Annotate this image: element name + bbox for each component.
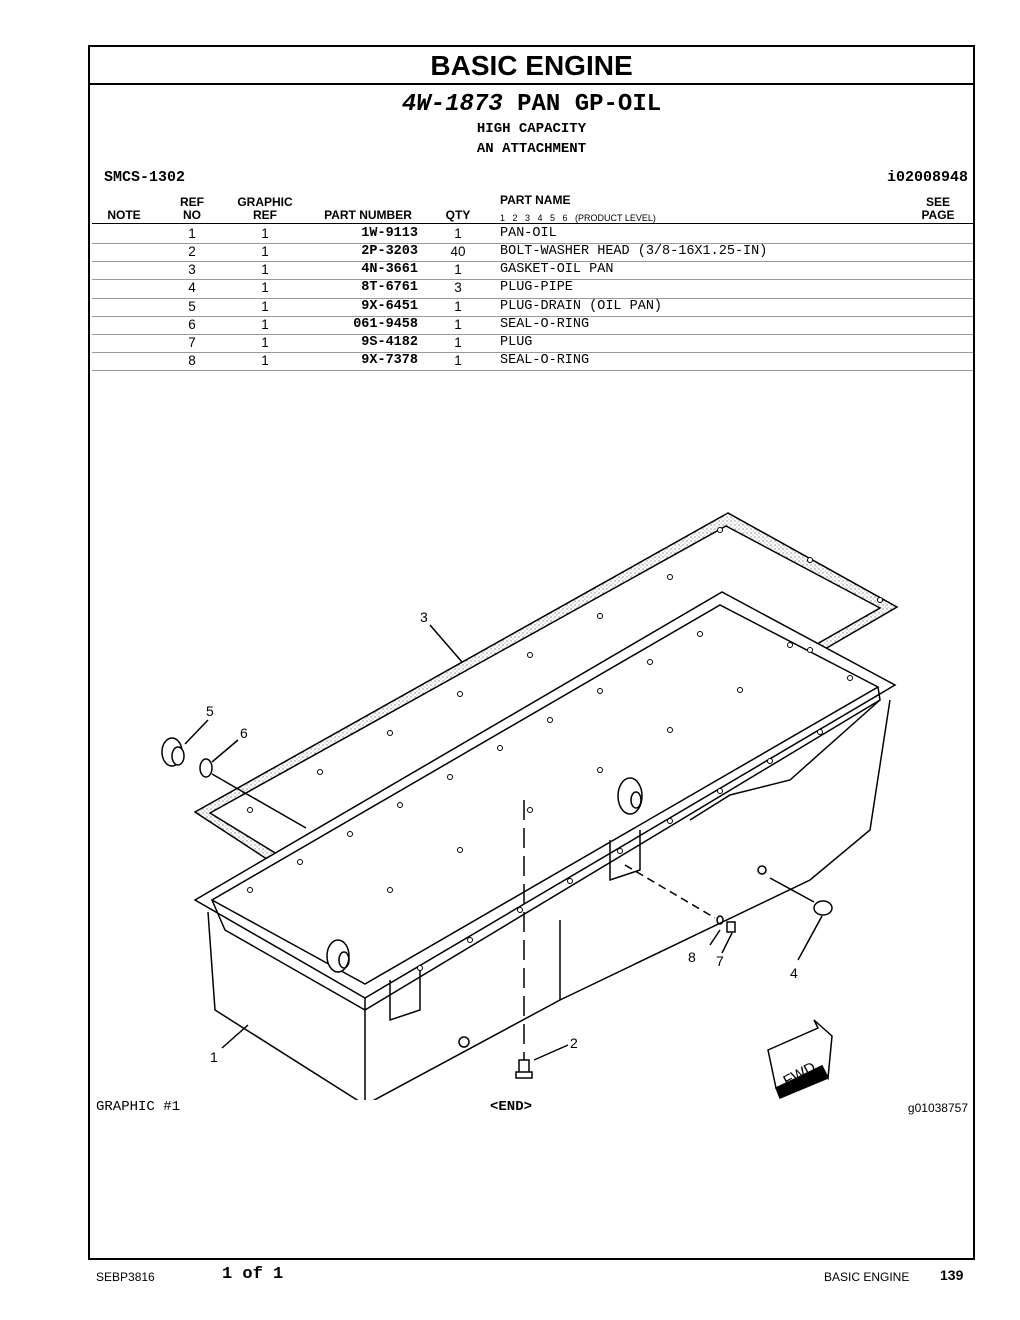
bolt-part xyxy=(515,800,533,1079)
callout-2: 2 xyxy=(570,1035,578,1051)
row-divider xyxy=(92,243,973,244)
graphic-label: GRAPHIC #1 xyxy=(96,1099,181,1115)
header-product-levels: 1 2 3 4 5 6 (PRODUCT LEVEL) xyxy=(500,213,656,223)
group-name: PAN GP-OIL xyxy=(517,91,662,118)
pipe-plug-part xyxy=(813,900,833,916)
part-number-link[interactable]: 061-9458 xyxy=(353,317,418,332)
oil-pan-part xyxy=(193,591,897,1100)
graphic-id: g01038757 xyxy=(907,1101,968,1115)
part-number-link[interactable]: 9S-4182 xyxy=(361,335,418,350)
row-divider xyxy=(92,370,973,371)
callout-8: 8 xyxy=(688,949,696,965)
callout-1: 1 xyxy=(210,1049,218,1065)
end-marker: <END> xyxy=(490,1099,533,1115)
part-number-link[interactable]: 9X-6451 xyxy=(361,299,418,314)
header-see-bottom: PAGE xyxy=(921,208,955,222)
drain-plug-part xyxy=(161,737,185,767)
part-number-link[interactable]: 4N-3661 xyxy=(361,262,418,277)
row-divider xyxy=(92,352,973,353)
header-graphic-bottom: REF xyxy=(253,208,277,222)
group-heading: 4W-1873 PAN GP-OIL HIGH CAPACITY AN ATTA… xyxy=(90,91,973,159)
header-qty: QTY xyxy=(445,208,471,222)
header-ref-top: REF xyxy=(180,195,204,209)
plug-part xyxy=(726,921,736,933)
part-number-link[interactable]: 1W-9113 xyxy=(361,226,418,241)
callout-6: 6 xyxy=(240,725,248,741)
footer-doc-number: SEBP3816 xyxy=(96,1270,155,1284)
row-divider xyxy=(92,316,973,317)
footer-section: BASIC ENGINE xyxy=(824,1270,910,1284)
header-rule xyxy=(92,223,973,224)
footer-page-number: 139 xyxy=(940,1267,964,1283)
header-see-top: SEE xyxy=(925,195,950,209)
row-divider xyxy=(92,298,973,299)
callout-5: 5 xyxy=(206,703,214,719)
smcs-code: SMCS-1302 xyxy=(104,169,186,186)
oil-pan-illustration: 3 5 6 8 7 4 1 2 FWD xyxy=(161,512,899,1100)
row-divider xyxy=(92,334,973,335)
callout-7: 7 xyxy=(716,953,724,969)
callout-4: 4 xyxy=(790,965,798,981)
forward-arrow-icon xyxy=(767,1019,833,1099)
footer-page-of: 1 of 1 xyxy=(222,1265,284,1284)
group-subtitle-1: HIGH CAPACITY xyxy=(476,121,587,137)
section-title: BASIC ENGINE xyxy=(90,47,973,85)
header-part-name: PART NAME xyxy=(500,193,571,207)
group-subtitle-2: AN ATTACHMENT xyxy=(476,141,587,157)
part-number-link[interactable]: 8T-6761 xyxy=(361,280,418,295)
page-frame: BASIC ENGINE 4W-1873 PAN GP-OIL HIGH CAP… xyxy=(88,45,975,1260)
o-ring-part xyxy=(199,758,213,778)
header-note: NOTE xyxy=(107,208,141,222)
part-number-link[interactable]: 2P-3203 xyxy=(361,244,418,259)
document-ident: i02008948 xyxy=(886,169,968,186)
header-ref-bottom: NO xyxy=(183,208,201,222)
header-graphic-top: GRAPHIC xyxy=(237,195,293,209)
group-part-number: 4W-1873 xyxy=(401,91,503,118)
part-number-link[interactable]: 9X-7378 xyxy=(361,353,418,368)
row-divider xyxy=(92,279,973,280)
seal-part xyxy=(716,915,724,925)
row-divider xyxy=(92,261,973,262)
callout-3: 3 xyxy=(420,609,428,625)
header-part-number: PART NUMBER xyxy=(324,208,412,222)
